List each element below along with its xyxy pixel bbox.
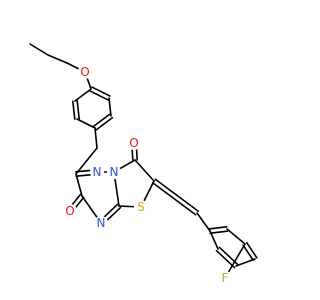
- double-bond-c_ar5-c_ar6: [72, 99, 80, 121]
- bond-line: [76, 118, 96, 129]
- atom-label-background: [107, 165, 121, 179]
- atom-label-s: S: [137, 200, 145, 214]
- single-bond-c_ar2-c_ar3: [108, 97, 112, 117]
- atom-label-f: F: [222, 271, 229, 285]
- bond-line: [209, 230, 229, 234]
- atom-n_n5: N: [90, 165, 104, 179]
- double-bond-c_fa3-c_fa4: [242, 241, 258, 262]
- single-bond-c_pr1-c_pr2: [29, 43, 49, 56]
- atom-label-o: O: [129, 136, 138, 150]
- bonds-layer: [29, 43, 258, 279]
- bond-line: [235, 258, 256, 267]
- single-bond-c_ar4-c_ar5: [76, 118, 96, 129]
- double-bond-c_fa5-c_fa6: [215, 246, 239, 269]
- atom-label-n: N: [110, 165, 119, 179]
- atom-o_c3: O: [127, 136, 141, 150]
- single-bond-c_ar6-c_ar1: [74, 88, 92, 102]
- atom-label-n: N: [93, 165, 102, 179]
- atom-label-o: O: [80, 65, 89, 79]
- single-bond-c_c3-c_c2: [134, 159, 155, 182]
- atom-n_ring: N: [94, 216, 108, 230]
- single-bond-c_vinyl-c_fa1: [196, 212, 211, 232]
- bond-line: [208, 226, 228, 230]
- atom-label-background: [78, 65, 92, 79]
- bond-line: [91, 86, 111, 97]
- bond-line: [215, 249, 236, 269]
- double-bond-c_ar1-c_ar2: [89, 86, 111, 101]
- bond-line: [75, 147, 98, 175]
- single-bond-c_pr2-c_pr3: [47, 54, 68, 64]
- single-bond-c_c6-c_c7: [75, 173, 83, 197]
- atom-label-background: [94, 216, 108, 230]
- bond-line: [151, 181, 197, 216]
- bond-line: [246, 241, 258, 259]
- bond-line: [74, 88, 92, 102]
- bond-line: [29, 43, 49, 56]
- atom-label-background: [218, 271, 232, 285]
- bond-line: [95, 116, 114, 131]
- bond-line: [94, 127, 98, 149]
- atom-o_ether: O: [78, 65, 92, 79]
- bond-line: [92, 113, 111, 128]
- bond-line: [72, 100, 76, 121]
- atom-f_sub: F: [218, 271, 232, 285]
- bond-line: [154, 178, 200, 213]
- atom-label-background: [127, 136, 141, 150]
- atom-label-background: [134, 200, 148, 214]
- bond-line: [242, 244, 254, 262]
- atom-label-background: [63, 204, 77, 218]
- bond-line: [75, 173, 83, 197]
- atom-label-n: N: [97, 216, 106, 230]
- atom-label-o: O: [65, 204, 74, 218]
- bond-line: [89, 90, 109, 101]
- single-bond-c_fa4-c_fa5: [235, 258, 256, 267]
- bond-line: [134, 159, 155, 182]
- double-bond-c_fa1-c_fa2: [208, 226, 229, 234]
- bond-line: [226, 228, 246, 245]
- single-bond-c_ar4-c_ch2: [94, 127, 98, 149]
- single-bond-c_fa2-c_fa3: [226, 228, 246, 245]
- atom-o_c7: O: [63, 204, 77, 218]
- double-bond-c_ar3-c_ar4: [92, 113, 114, 131]
- bond-line: [47, 54, 68, 64]
- double-bond-c_c2-c_vinyl: [151, 178, 200, 216]
- bond-line: [76, 99, 80, 120]
- atom-s_ring: S: [134, 200, 148, 214]
- bond-line: [196, 212, 211, 232]
- bond-line: [108, 97, 112, 117]
- bond-line: [209, 230, 219, 250]
- single-bond-c_ch2-c_c6: [75, 147, 98, 175]
- atom-label-background: [90, 165, 104, 179]
- atom-n_n4: N: [107, 165, 121, 179]
- single-bond-c_fa6-c_fa1: [209, 230, 219, 250]
